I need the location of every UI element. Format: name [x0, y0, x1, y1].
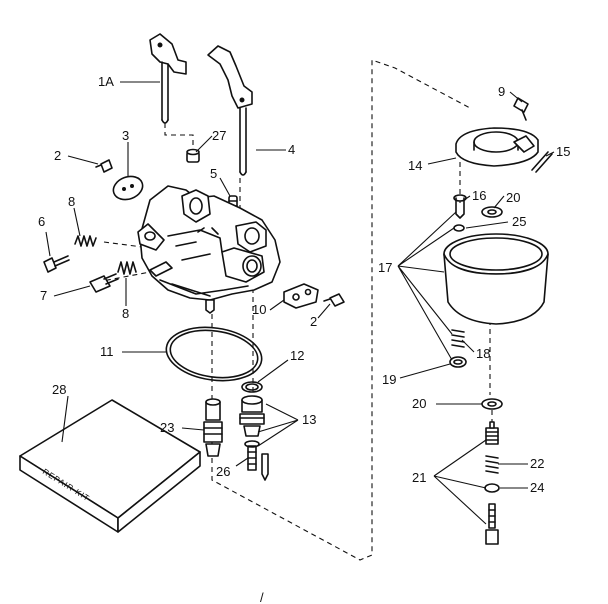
callout-12: 12 — [290, 348, 304, 363]
callout-9: 9 — [498, 84, 505, 99]
part-12-washer — [241, 381, 263, 393]
part-22-spring — [485, 455, 499, 474]
callout-13: 13 — [302, 412, 316, 427]
part-21-adjusting-screw — [485, 503, 499, 545]
callout-5: 5 — [210, 166, 217, 181]
part-15-float-pin — [531, 151, 553, 173]
callout-8-upper: 8 — [68, 194, 75, 209]
leader-lines — [45, 81, 555, 525]
part-10-plate — [283, 283, 319, 309]
callout-8-lower: 8 — [122, 306, 129, 321]
callout-23: 23 — [160, 420, 174, 435]
part-7-needle-screw — [89, 273, 119, 293]
callout-20-lower: 20 — [412, 396, 426, 411]
part-17-float-bowl — [443, 233, 549, 325]
callout-11: 11 — [100, 344, 114, 359]
callout-7: 7 — [40, 288, 47, 303]
carburetor-body — [137, 185, 281, 314]
part-9-screw — [513, 97, 529, 121]
part-18-spring — [451, 329, 465, 348]
part-27-bushing — [186, 148, 200, 163]
callout-28: 28 — [52, 382, 66, 397]
callout-labels: 1A 2 3 27 4 5 6 8 7 8 10 2 11 12 13 28 2… — [38, 74, 570, 495]
part-28-repair-kit: REPAIR KIT — [19, 399, 201, 533]
callout-24: 24 — [530, 480, 544, 495]
part-16-inlet-needle — [453, 194, 467, 219]
part-25-washer — [453, 224, 465, 232]
part-4-choke-shaft — [207, 45, 253, 176]
part-26-needle — [261, 453, 269, 481]
part-3-throttle-plate — [112, 175, 144, 201]
footer-mark: / — [260, 590, 264, 604]
callout-2-lower: 2 — [310, 314, 317, 329]
part-1a-throttle-shaft — [149, 33, 187, 124]
callout-21: 21 — [412, 470, 426, 485]
callout-26: 26 — [216, 464, 230, 479]
callout-14: 14 — [408, 158, 422, 173]
part-8-spring-upper — [74, 235, 97, 247]
callout-27: 27 — [212, 128, 226, 143]
callout-25: 25 — [512, 214, 526, 229]
part-8-spring-lower — [117, 261, 137, 275]
callout-1a: 1A — [98, 74, 114, 89]
callout-15: 15 — [556, 144, 570, 159]
part-19-seat — [449, 356, 467, 368]
callout-10: 10 — [252, 302, 266, 317]
callout-6: 6 — [38, 214, 45, 229]
callout-18: 18 — [476, 346, 490, 361]
callout-3: 3 — [122, 128, 129, 143]
callout-20-upper: 20 — [506, 190, 520, 205]
part-14-float — [455, 127, 539, 167]
part-20-washer-lower — [481, 398, 503, 410]
part-24-o-ring — [484, 483, 500, 493]
callout-2-upper: 2 — [54, 148, 61, 163]
part-20-washer-upper — [481, 206, 503, 218]
callout-16: 16 — [472, 188, 486, 203]
part-2-screw-lower — [323, 293, 345, 307]
part-13-jet-assembly — [239, 395, 265, 471]
part-23-bowl-nut — [203, 398, 223, 457]
part-6-idle-screw — [43, 255, 70, 273]
part-2-screw-upper — [95, 159, 113, 173]
part-11-o-ring — [165, 326, 263, 382]
part-21-jet-assembly — [485, 421, 499, 445]
callout-4: 4 — [288, 142, 295, 157]
callout-22: 22 — [530, 456, 544, 471]
callout-17: 17 — [378, 260, 392, 275]
callout-19: 19 — [382, 372, 396, 387]
